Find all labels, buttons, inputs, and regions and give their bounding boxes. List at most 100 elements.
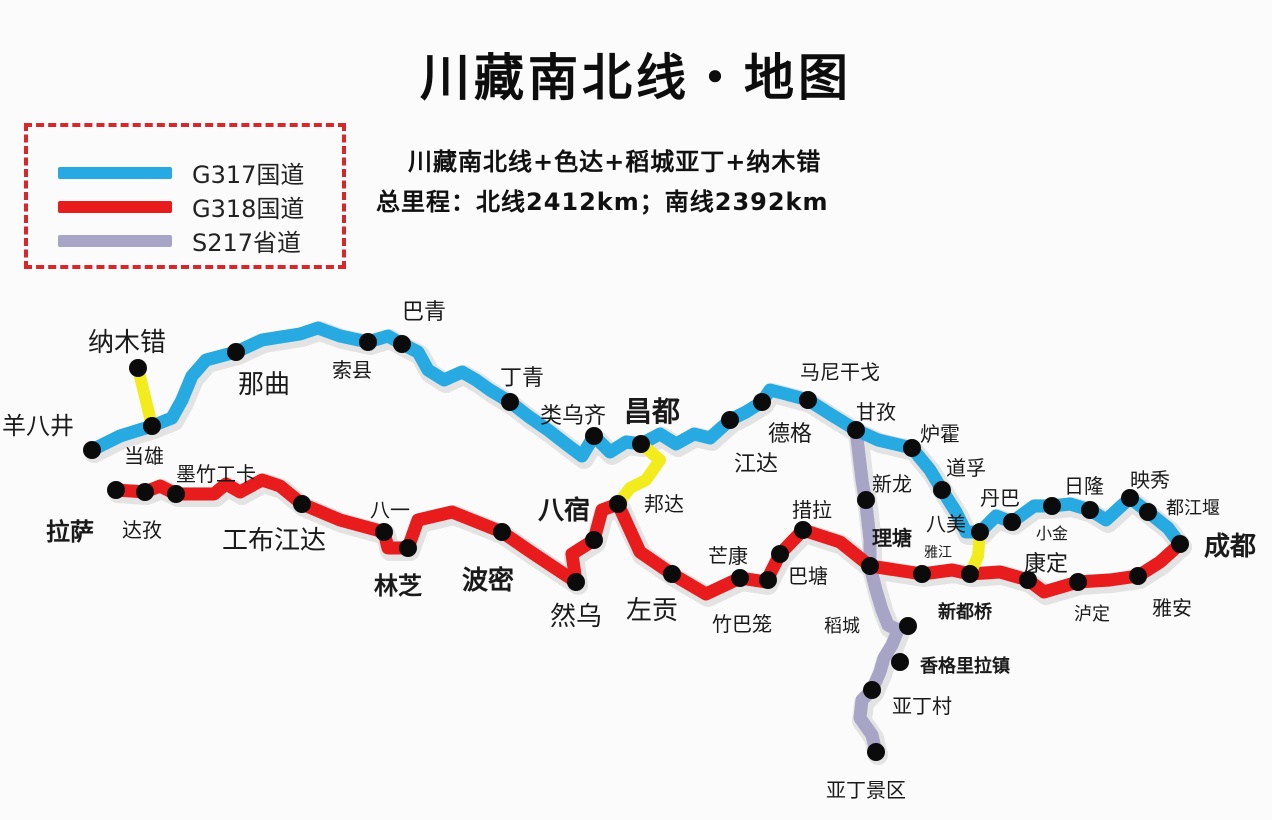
city-node bbox=[861, 557, 879, 575]
place-label: 炉霍 bbox=[920, 422, 960, 446]
place-label: 甘孜 bbox=[856, 400, 896, 424]
place-label: 雅安 bbox=[1152, 596, 1192, 620]
city-node bbox=[863, 681, 881, 699]
city-node bbox=[1069, 573, 1087, 591]
g317-swatch bbox=[58, 166, 172, 179]
legend-item-g317: G317国道 bbox=[58, 155, 304, 190]
city-node bbox=[663, 565, 681, 583]
city-node bbox=[585, 531, 603, 549]
place-label: 措拉 bbox=[792, 498, 832, 522]
city-node bbox=[794, 521, 812, 539]
city-node bbox=[1121, 489, 1139, 507]
city-node bbox=[143, 417, 161, 435]
place-label: 雅江 bbox=[924, 545, 952, 561]
place-label: 亚丁景区 bbox=[826, 778, 906, 802]
place-label: 八美 bbox=[926, 512, 966, 536]
legend-label: S217省道 bbox=[192, 229, 302, 257]
legend-item-s217: S217省道 bbox=[58, 223, 301, 258]
city-node bbox=[1081, 501, 1099, 519]
place-label: 马尼干戈 bbox=[800, 360, 880, 384]
place-label: 映秀 bbox=[1130, 468, 1170, 492]
place-label: 康定 bbox=[1024, 552, 1069, 577]
place-label: 日隆 bbox=[1064, 474, 1104, 498]
city-node bbox=[759, 571, 777, 589]
s217-swatch bbox=[58, 234, 172, 247]
place-label: 八宿 bbox=[538, 496, 591, 526]
place-label: 拉萨 bbox=[46, 518, 94, 546]
place-label: 稻城 bbox=[824, 616, 860, 637]
place-label: 德格 bbox=[768, 422, 813, 447]
city-node bbox=[1129, 567, 1147, 585]
city-node bbox=[585, 427, 603, 445]
g317-route bbox=[85, 321, 1187, 551]
city-node bbox=[227, 343, 245, 361]
place-label: 索县 bbox=[332, 358, 372, 382]
city-node bbox=[136, 483, 154, 501]
city-nodes bbox=[83, 333, 1189, 761]
city-node bbox=[107, 481, 125, 499]
city-node bbox=[971, 523, 989, 541]
city-node bbox=[493, 523, 511, 541]
place-label: 丹巴 bbox=[980, 486, 1020, 510]
place-label: 道孚 bbox=[946, 456, 986, 480]
legend: G317国道 G318国道 S217省道 bbox=[24, 123, 346, 269]
place-label: 巴塘 bbox=[788, 564, 828, 588]
city-node bbox=[903, 439, 921, 457]
place-label: 都江堰 bbox=[1166, 498, 1220, 519]
city-node bbox=[129, 359, 147, 377]
place-label: 江达 bbox=[734, 452, 779, 477]
city-node bbox=[771, 545, 789, 563]
place-label: 巴青 bbox=[402, 300, 447, 325]
place-label: 丁青 bbox=[500, 366, 545, 391]
city-node bbox=[399, 539, 417, 557]
page-title: 川藏南北线・地图 bbox=[420, 49, 852, 107]
city-node bbox=[1003, 513, 1021, 531]
place-label: 林芝 bbox=[374, 572, 422, 600]
place-label: 工布江达 bbox=[222, 526, 327, 556]
legend-item-g318: G318国道 bbox=[58, 189, 304, 224]
place-label: 然乌 bbox=[550, 602, 603, 632]
place-label: 纳木错 bbox=[88, 328, 167, 358]
city-node bbox=[913, 565, 931, 583]
legend-label: G318国道 bbox=[192, 195, 305, 223]
bangda-connector bbox=[612, 438, 666, 510]
city-node bbox=[501, 393, 519, 411]
city-node bbox=[891, 653, 909, 671]
city-node bbox=[731, 569, 749, 587]
place-label: 小金 bbox=[1036, 524, 1069, 543]
place-label: 邦达 bbox=[644, 492, 684, 516]
place-label: 新龙 bbox=[872, 472, 912, 496]
place-label: 羊八井 bbox=[2, 412, 74, 440]
place-label: 波密 bbox=[462, 566, 515, 596]
city-node bbox=[1043, 497, 1061, 515]
place-label: 八一 bbox=[370, 498, 410, 522]
city-node bbox=[847, 421, 865, 439]
city-node bbox=[753, 393, 771, 411]
place-label: 泸定 bbox=[1074, 604, 1110, 625]
place-label: 香格里拉镇 bbox=[920, 656, 1010, 677]
city-node bbox=[293, 495, 311, 513]
place-label: 昌都 bbox=[624, 395, 681, 428]
city-node bbox=[857, 491, 875, 509]
city-node bbox=[83, 441, 101, 459]
place-label: 达孜 bbox=[122, 518, 162, 542]
place-label: 新都桥 bbox=[938, 602, 992, 623]
city-node bbox=[632, 435, 650, 453]
place-label: 类乌齐 bbox=[540, 404, 607, 429]
place-label: 那曲 bbox=[238, 370, 291, 400]
city-node bbox=[375, 523, 393, 541]
place-label: 亚丁村 bbox=[892, 694, 952, 718]
city-node bbox=[393, 335, 411, 353]
city-node bbox=[961, 565, 979, 583]
city-node bbox=[609, 495, 627, 513]
city-node bbox=[167, 485, 185, 503]
city-node bbox=[1019, 571, 1037, 589]
place-label: 左贡 bbox=[626, 596, 679, 626]
city-node bbox=[799, 391, 817, 409]
city-node bbox=[359, 333, 377, 351]
place-label: 芒康 bbox=[708, 544, 748, 568]
city-node bbox=[1171, 535, 1189, 553]
s217-route bbox=[849, 423, 905, 759]
city-node bbox=[1139, 503, 1157, 521]
